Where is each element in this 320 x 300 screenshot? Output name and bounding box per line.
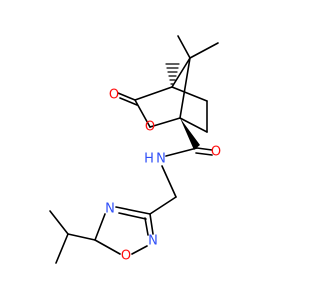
- bond-c1-o2: [149, 117, 181, 128]
- bond-n-ch2: [161, 165, 177, 198]
- bond-c5-ch: [67, 233, 96, 241]
- bond-o1-n2: [131, 245, 148, 255]
- svg-text:N: N: [156, 152, 166, 167]
- atom-label-oxadiazole-o1: O: [121, 249, 131, 264]
- bond-c4-c7: [171, 57, 191, 88]
- bond-ch-me2: [55, 233, 69, 264]
- svg-text:N: N: [105, 202, 115, 217]
- bond-c4-methyl-hashed: [165, 63, 180, 85]
- bond-c3-c4: [134, 86, 173, 101]
- molecule-canvas: O O O H N N N O: [49, 35, 221, 264]
- atom-label-oxadiazole-n2: N: [148, 234, 158, 249]
- svg-text:O: O: [145, 120, 155, 135]
- svg-text:O: O: [121, 249, 131, 264]
- atom-label-ring-o: O: [145, 120, 155, 135]
- bond-c4-c5: [171, 86, 208, 102]
- bond-c6-c1: [179, 117, 208, 133]
- svg-text:H: H: [144, 152, 154, 167]
- bond-c5-o1: [94, 239, 121, 255]
- svg-text:O: O: [211, 145, 221, 160]
- bond-c3-n4-double: [118, 212, 147, 220]
- bond-c7-c1: [179, 57, 191, 119]
- bond-n2-c3-double: [144, 217, 149, 236]
- bond-c3-o-double-1: [117, 92, 136, 101]
- bond-c7-methyl-b: [189, 42, 219, 59]
- svg-text:N: N: [148, 234, 158, 249]
- bond-ch-me1: [49, 210, 69, 235]
- atom-label-carbonyl-o: O: [109, 88, 119, 103]
- atom-label-amide-o: O: [211, 145, 221, 160]
- bond-n4-c5: [94, 213, 106, 241]
- svg-text:O: O: [109, 88, 119, 103]
- bond-amide-c-o-2: [195, 152, 213, 156]
- bond-c7-methyl-a: [177, 35, 191, 59]
- bond-amide-c-o-1: [196, 147, 213, 151]
- bond-c3-n4: [115, 206, 151, 215]
- atom-label-amide-nh: H N: [144, 152, 166, 167]
- atom-label-oxadiazole-n4: N: [105, 202, 115, 217]
- bond-c1-amide-wedge: [180, 118, 200, 150]
- molecule-structure: O O O H N N N O: [49, 35, 221, 264]
- bond-c3-o-double-2: [119, 97, 138, 106]
- bond-amide-c-n: [165, 147, 198, 157]
- bond-n2-c3: [149, 213, 154, 235]
- bond-ch2-c3: [149, 196, 177, 215]
